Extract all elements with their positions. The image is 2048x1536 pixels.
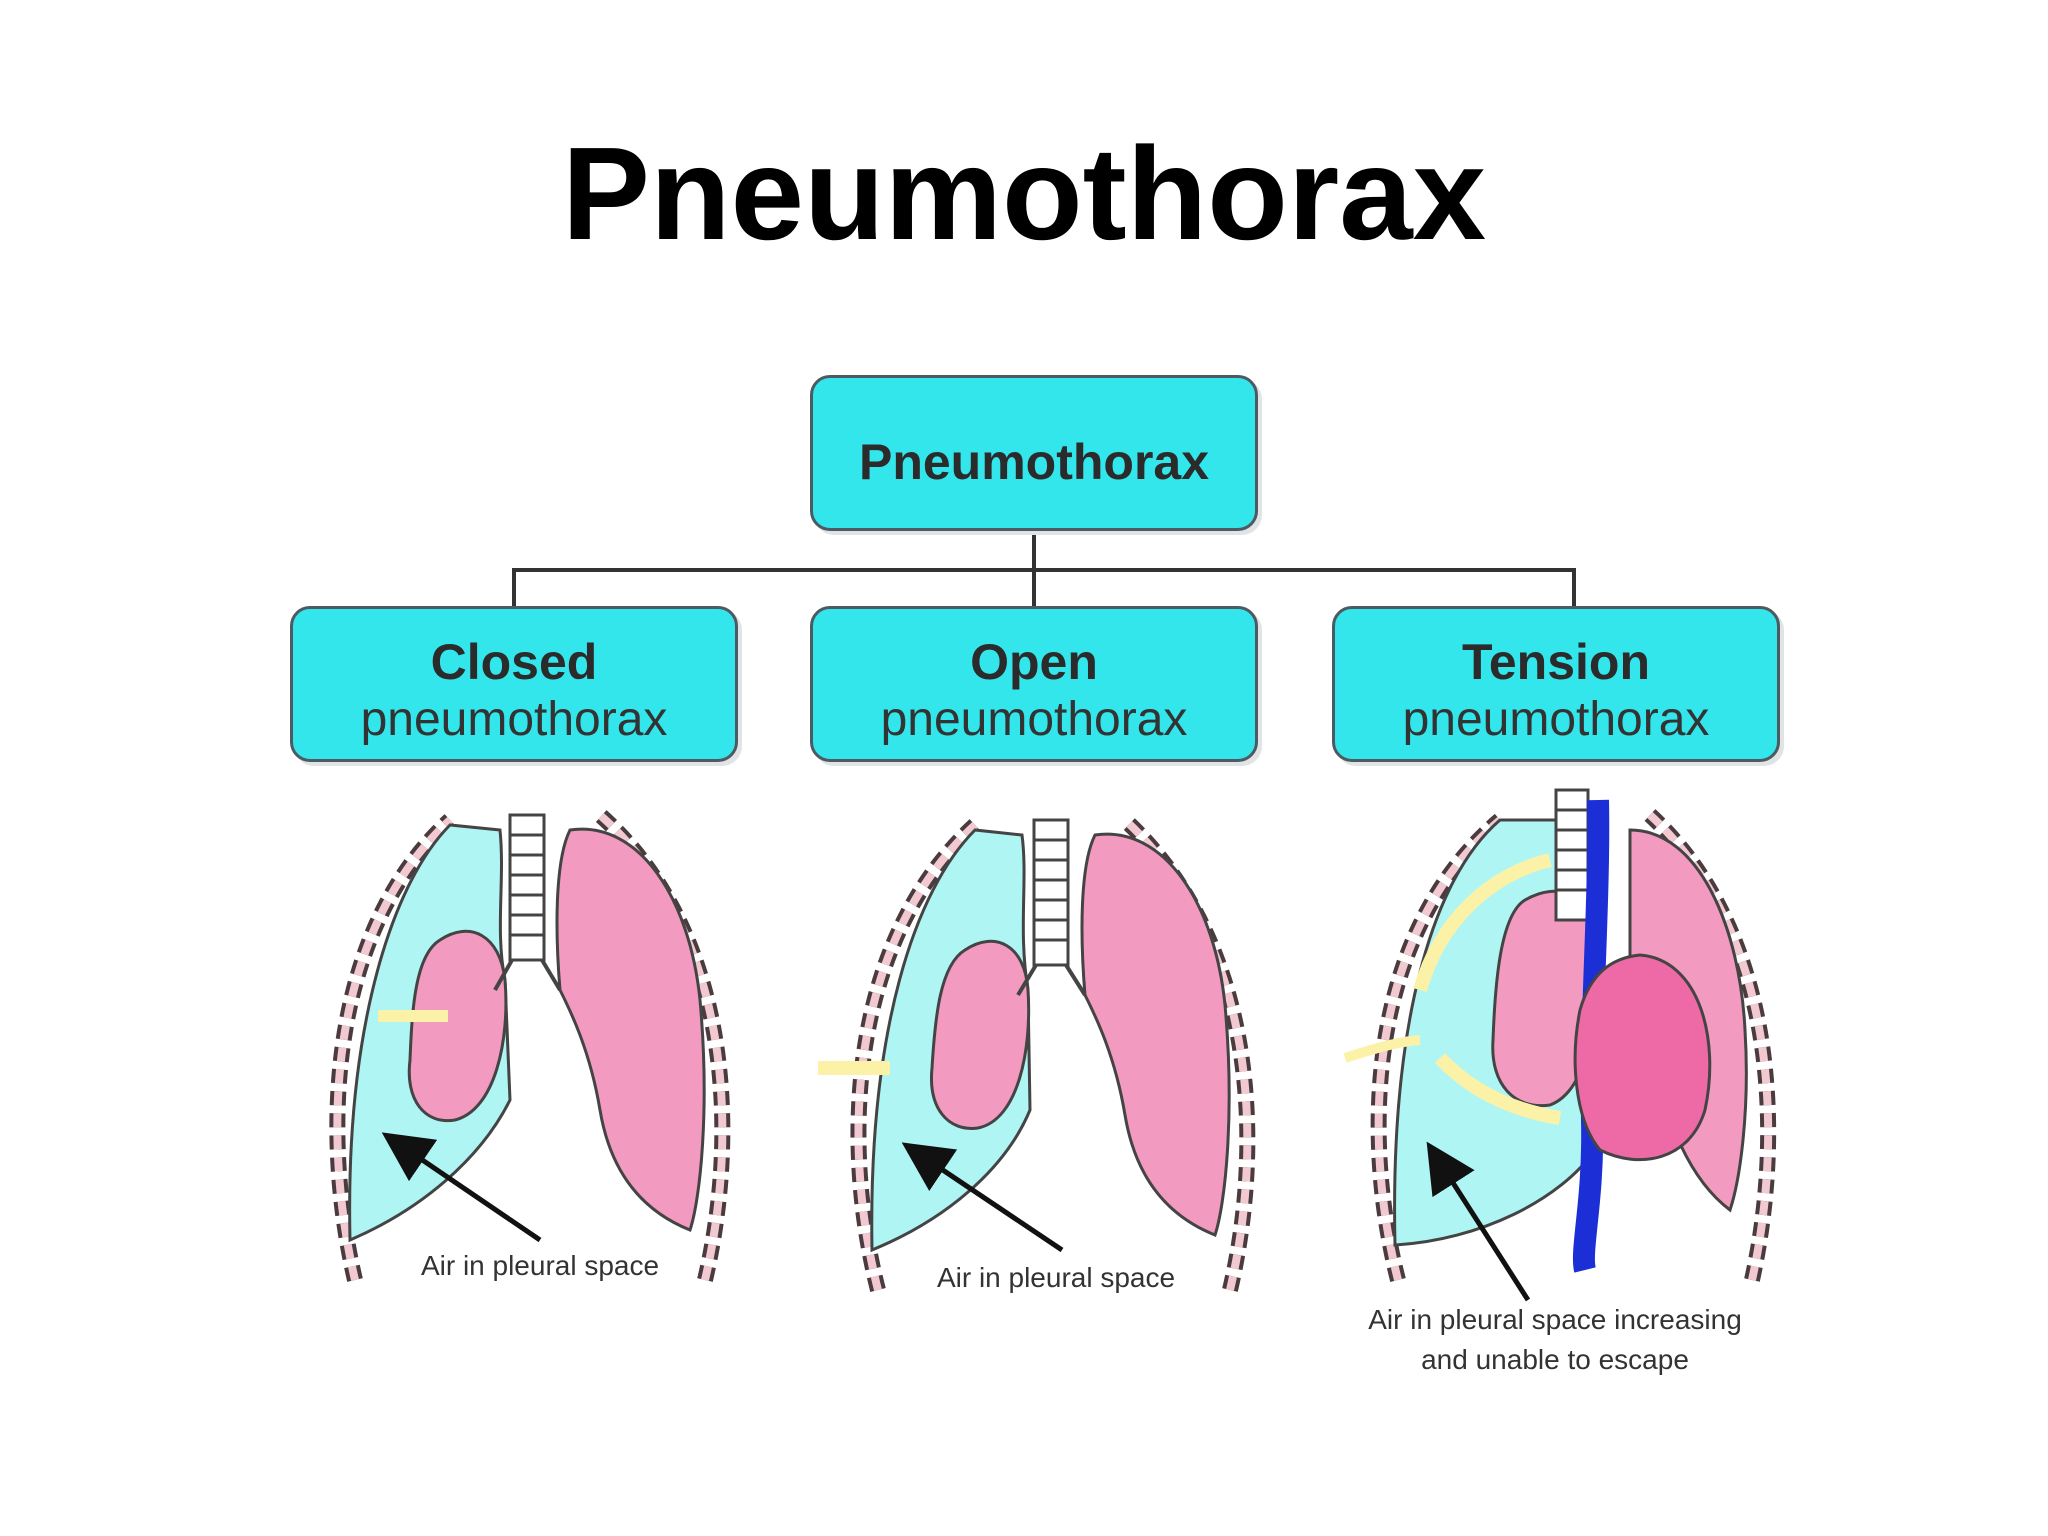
open-sublabel: pneumothorax [880,693,1188,746]
tension-caption-line1: Air in pleural space increasing [1368,1304,1742,1335]
tension-heart [1573,953,1712,1162]
open-caption: Air in pleural space [936,1262,1176,1293]
tension-air-arrow-upper [1413,853,1552,992]
tension-lungs-illustration [1343,788,1777,1302]
tension-label: Tension [1462,634,1650,690]
root-box: Pneumothorax [810,375,1258,531]
closed-box: Closed pneumothorax [290,606,738,762]
tension-caption-line2: and unable to escape [1421,1344,1689,1375]
open-box: Open pneumothorax [810,606,1258,762]
closed-lungs-illustration [329,809,731,1282]
closed-pointer-arrow [381,1132,542,1243]
closed-trachea [508,813,546,962]
open-label: Open [970,634,1098,690]
open-right-lung [1080,832,1231,1237]
open-trachea [1032,818,1070,967]
tension-pointer-arrow [1426,1141,1531,1302]
open-pointer-arrow [901,1142,1064,1253]
tension-sublabel: pneumothorax [1402,693,1710,746]
closed-caption: Air in pleural space [420,1250,660,1281]
page-title: Pneumothorax [561,120,1487,267]
tension-air-arrow-lower [1434,1053,1562,1125]
closed-label: Closed [430,634,598,690]
open-collapsed-lung [929,939,1031,1130]
tension-box: Tension pneumothorax [1332,606,1780,762]
closed-sublabel: pneumothorax [360,693,668,746]
root-label: Pneumothorax [858,434,1210,490]
closed-right-lung [555,827,706,1232]
tension-air-arrow-entry [1343,1035,1421,1063]
open-lungs-illustration [818,814,1256,1292]
